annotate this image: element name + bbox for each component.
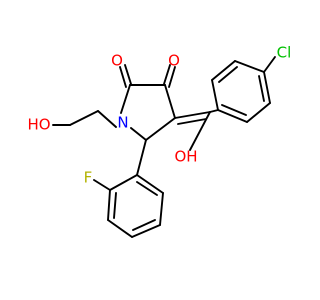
atom-oh-hydroxyethyl: HO (27, 116, 50, 134)
bond-n-c2 (120, 84, 131, 114)
bond-c5-n (130, 127, 147, 141)
bond-c2-o-b (119, 66, 127, 88)
atom-cl: Cl (277, 44, 292, 62)
bond-cp-2d (218, 66, 238, 83)
bond-fp-1 (109, 174, 138, 191)
bond-c2-o-a (124, 64, 132, 85)
bond-c3-o-b (168, 66, 176, 88)
bond-c3-o-a (163, 64, 171, 85)
bond-cexo-oh (189, 111, 211, 151)
bond-c4-cexo-b (177, 118, 207, 125)
bond-cp-4d (258, 75, 265, 102)
atom-labels: O O N HO OH Cl F (27, 44, 291, 187)
bond-cp-cl (263, 56, 276, 73)
bond-cp-6 (217, 109, 248, 123)
bond-fp-2d (113, 192, 117, 219)
bond-cp-5 (246, 102, 271, 123)
bond-fp-6d (136, 181, 158, 196)
atom-o-ketone-right: O (168, 52, 180, 70)
bond-fp-4 (131, 224, 161, 238)
bond-c5-aryl (136, 139, 147, 176)
bond-cexo-aryl (209, 109, 219, 113)
bond-n-ch2 (97, 110, 117, 128)
bond-fp-6 (136, 174, 164, 194)
atom-f: F (84, 169, 93, 187)
bond-ch2-ch2 (69, 110, 99, 126)
bond-cp-4 (263, 71, 271, 104)
bond-c4-cexo-a (174, 111, 211, 119)
bond-c4-c5 (145, 117, 176, 141)
atom-oh-enol: OH (174, 148, 197, 166)
bonds (52, 56, 276, 238)
bond-cp-6d (221, 104, 247, 116)
bond-cp-1 (211, 79, 219, 111)
bond-fp-3 (107, 219, 133, 238)
bond-fp-2 (107, 189, 111, 221)
bond-cp-2 (211, 60, 236, 81)
molecule-structure-diagram: O O N HO OH Cl F (27, 44, 291, 238)
atom-n-ring: N (117, 114, 128, 132)
bond-cp-3 (234, 60, 265, 73)
bond-fp-4d (132, 219, 156, 231)
bond-fp-f (93, 179, 111, 191)
atom-o-ketone-left: O (111, 52, 123, 70)
bond-fp-5 (159, 192, 164, 226)
bond-c3-c4 (164, 84, 176, 119)
